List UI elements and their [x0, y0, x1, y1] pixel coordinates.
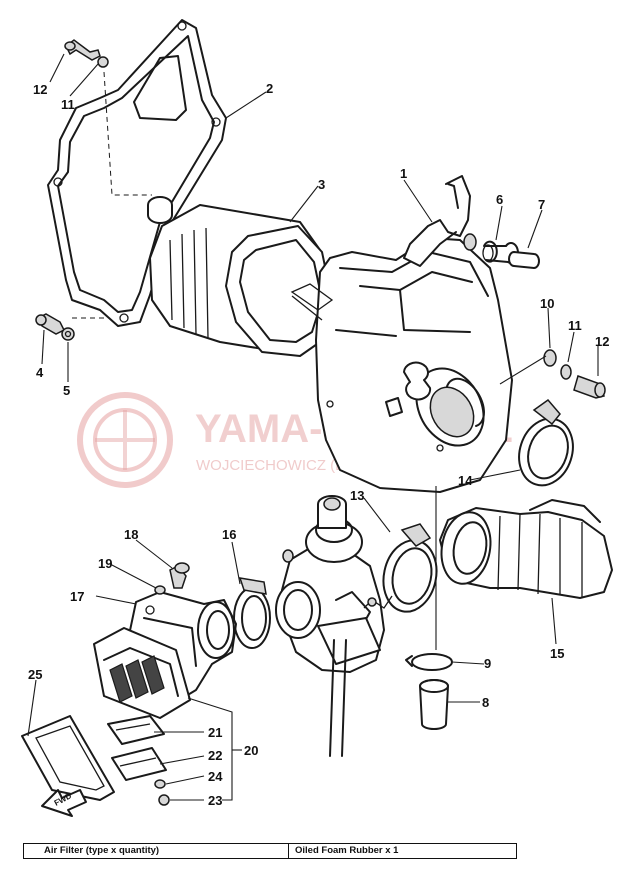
part-7-collar — [508, 251, 540, 269]
callout-17: 17 — [70, 589, 84, 604]
callout-12-right: 12 — [595, 334, 609, 349]
part-24-washer — [154, 779, 166, 789]
callout-3: 3 — [318, 177, 325, 192]
callout-20: 20 — [244, 743, 258, 758]
part-9-clip — [405, 653, 453, 671]
carburetor — [275, 495, 393, 757]
callout-12-upper: 12 — [33, 82, 47, 97]
part-4-bolt — [35, 313, 66, 335]
callout-16: 16 — [222, 527, 236, 542]
part-13-hose-clamp — [382, 523, 438, 613]
callout-25: 25 — [28, 667, 42, 682]
part-11-washer-right — [560, 364, 572, 380]
callout-18: 18 — [124, 527, 138, 542]
callout-23: 23 — [208, 793, 222, 808]
callout-2: 2 — [266, 81, 273, 96]
part-22-reed-stopper — [111, 747, 167, 781]
callout-9: 9 — [484, 656, 491, 671]
part-18-bolt — [169, 562, 190, 589]
callout-7: 7 — [538, 197, 545, 212]
part-8-filter-cup — [419, 679, 449, 730]
part-21-reed-petal — [107, 715, 165, 745]
part-3-air-filter — [149, 204, 333, 357]
part-12-bolt-upper — [64, 39, 101, 61]
part-1-air-box — [290, 175, 513, 493]
part-23-screw — [158, 794, 170, 806]
callout-8: 8 — [482, 695, 489, 710]
part-14-hose-clamp — [518, 398, 574, 487]
callout-leaders — [27, 53, 599, 801]
spec-table: Air Filter (type x quantity) Oiled Foam … — [23, 843, 517, 859]
part-2-cover-plate — [47, 19, 227, 327]
part-11-washer-upper — [97, 56, 109, 68]
callout-6: 6 — [496, 192, 503, 207]
part-20-reed-valve-assembly — [93, 627, 191, 719]
part-5-washer — [61, 327, 75, 341]
callout-15: 15 — [550, 646, 564, 661]
callout-22: 22 — [208, 748, 222, 763]
callout-1: 1 — [400, 166, 407, 181]
callout-11-right: 11 — [568, 318, 582, 333]
spec-table-label: Air Filter (type x quantity) — [24, 844, 289, 858]
part-15-joint-hose — [439, 499, 613, 599]
spec-table-value: Oiled Foam Rubber x 1 — [295, 845, 399, 856]
part-10-washer — [543, 349, 557, 367]
callout-labels: 1 2 3 4 5 6 7 8 9 10 11 11 12 12 13 14 1… — [28, 81, 609, 808]
part-25-gasket — [21, 715, 115, 801]
callout-10: 10 — [540, 296, 554, 311]
part-12-bolt-right — [573, 375, 606, 399]
callout-11-upper: 11 — [61, 97, 75, 112]
callout-4: 4 — [36, 365, 44, 380]
part-19-washer — [154, 585, 166, 595]
callout-5: 5 — [63, 383, 70, 398]
callout-14: 14 — [458, 473, 473, 488]
fwd-arrow: FWD — [41, 789, 87, 817]
part-16-hose-clamp — [233, 577, 271, 649]
callout-21: 21 — [208, 725, 222, 740]
callout-19: 19 — [98, 556, 112, 571]
callout-13: 13 — [350, 488, 364, 503]
callout-24: 24 — [208, 769, 223, 784]
